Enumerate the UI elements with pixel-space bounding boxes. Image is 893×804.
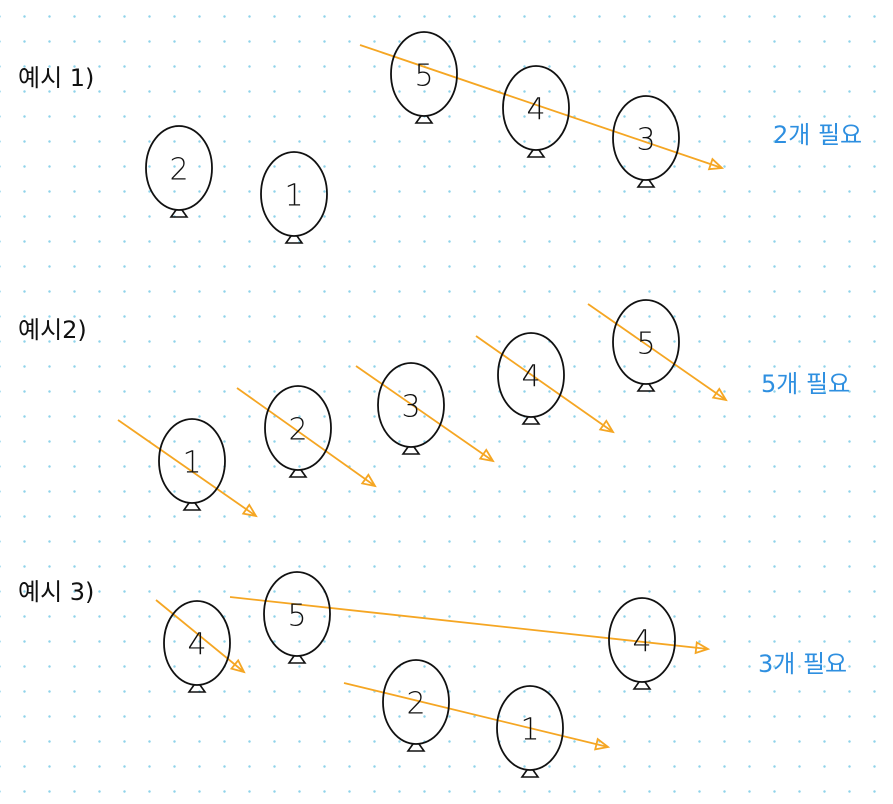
arrow xyxy=(343,682,611,751)
balloon-body xyxy=(158,418,226,504)
arrow-line xyxy=(359,44,723,169)
arrow xyxy=(229,596,711,655)
balloon-knot xyxy=(406,743,426,752)
balloon-body xyxy=(497,332,565,418)
arrowhead xyxy=(360,473,377,488)
arrow-layer xyxy=(117,44,728,751)
balloon-number: 5 xyxy=(287,599,306,634)
balloon-knot xyxy=(182,502,202,511)
balloon-number: 5 xyxy=(636,327,655,362)
balloon-knot xyxy=(414,115,434,124)
balloon: 2 xyxy=(145,125,213,218)
arrowhead xyxy=(598,419,615,434)
balloon-body xyxy=(377,362,445,448)
balloon-body xyxy=(382,659,450,745)
arrow xyxy=(355,365,495,463)
balloon-body xyxy=(502,65,570,151)
arrow xyxy=(587,303,728,402)
balloon-body xyxy=(496,685,564,771)
balloon: 4 xyxy=(497,332,565,425)
balloon-number: 2 xyxy=(406,687,425,722)
balloon-number: 1 xyxy=(182,446,201,481)
balloon: 4 xyxy=(502,65,570,158)
balloon-number: 4 xyxy=(521,360,540,395)
arrow xyxy=(155,599,246,674)
balloon-body xyxy=(612,299,680,385)
balloon-body xyxy=(612,95,680,181)
balloon-layer: 5 4 3 2 1 1 2 3 4 5 4 5 4 2 1 xyxy=(145,31,680,778)
balloon-body xyxy=(264,385,332,471)
example-1-label: 예시 1) xyxy=(18,64,94,92)
balloon: 3 xyxy=(377,362,445,455)
arrow-line xyxy=(117,419,257,517)
balloon: 2 xyxy=(264,385,332,478)
balloon-body xyxy=(263,571,331,657)
arrowhead xyxy=(711,387,728,402)
balloon-knot xyxy=(521,416,541,425)
arrow xyxy=(475,335,615,434)
balloon-number: 3 xyxy=(401,390,420,425)
balloon-knot xyxy=(288,469,308,478)
balloon: 1 xyxy=(260,151,328,244)
balloon-knot xyxy=(636,383,656,392)
arrow-line xyxy=(343,682,609,748)
balloon-number: 1 xyxy=(520,713,539,748)
balloon-knot xyxy=(526,149,546,158)
balloon-knot xyxy=(520,769,540,778)
balloon-number: 3 xyxy=(636,123,655,158)
balloon-knot xyxy=(632,681,652,690)
arrowhead xyxy=(594,737,611,751)
balloon-number: 2 xyxy=(288,413,307,448)
balloon-knot xyxy=(636,179,656,188)
balloon-knot xyxy=(169,209,189,218)
arrowhead xyxy=(241,503,258,518)
balloon-body xyxy=(163,600,231,686)
balloon-number: 4 xyxy=(526,93,545,128)
example-2-label: 예시2) xyxy=(18,316,87,344)
arrow-line xyxy=(236,387,376,487)
balloon: 1 xyxy=(158,418,226,511)
balloon: 4 xyxy=(608,597,676,690)
balloon-number: 2 xyxy=(169,153,188,188)
balloon-knot xyxy=(287,655,307,664)
arrow xyxy=(359,44,725,171)
balloon-body xyxy=(390,31,458,117)
balloon-knot xyxy=(284,235,304,244)
arrow xyxy=(236,387,377,488)
balloon-body xyxy=(608,597,676,683)
balloon: 1 xyxy=(496,685,564,778)
balloon: 5 xyxy=(263,571,331,664)
example-2-answer: 5개 필요 xyxy=(761,370,850,398)
example-3-label: 예시 3) xyxy=(18,578,94,606)
balloon: 5 xyxy=(612,299,680,392)
balloon: 5 xyxy=(390,31,458,124)
balloon-knot xyxy=(401,446,421,455)
arrowhead xyxy=(694,640,711,655)
arrowhead xyxy=(707,157,725,171)
arrow-line xyxy=(355,365,494,462)
balloon-number: 4 xyxy=(187,628,206,663)
example-3-answer: 3개 필요 xyxy=(758,650,847,678)
arrow-line xyxy=(475,335,614,433)
balloon: 3 xyxy=(612,95,680,188)
balloon-number: 1 xyxy=(284,179,303,214)
arrow-line xyxy=(155,599,245,673)
arrowhead xyxy=(478,448,495,463)
balloon: 4 xyxy=(163,600,231,693)
example-1-answer: 2개 필요 xyxy=(773,121,862,149)
arrow xyxy=(117,419,258,518)
arrow-line xyxy=(229,596,709,650)
balloon-number: 4 xyxy=(632,625,651,660)
balloon-knot xyxy=(187,684,207,693)
balloon-body xyxy=(145,125,213,211)
balloon-body xyxy=(260,151,328,237)
arrowhead xyxy=(229,658,246,674)
balloon: 2 xyxy=(382,659,450,752)
arrow-line xyxy=(587,303,727,401)
balloon-number: 5 xyxy=(414,59,433,94)
